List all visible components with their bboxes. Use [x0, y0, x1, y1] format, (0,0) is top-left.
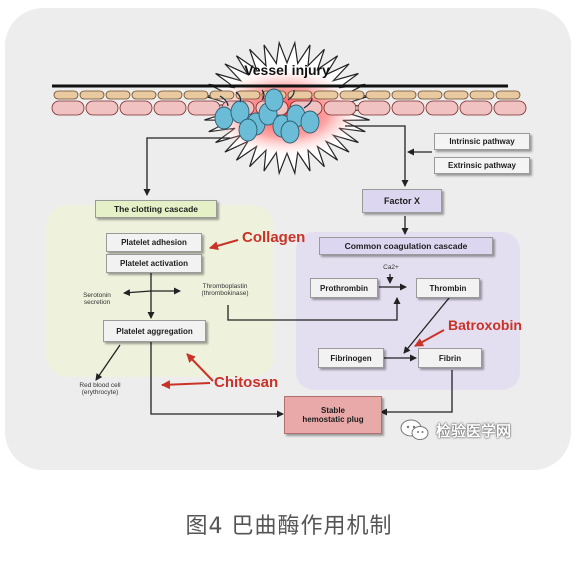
stable-hemostatic-plug-box: Stable hemostatic plug	[284, 396, 382, 434]
chitosan-label: Chitosan	[214, 374, 279, 391]
thromboplastin-note: Thromboplastin (thrombokinase)	[184, 283, 266, 298]
calcium-ion-note: Ca2+	[383, 264, 399, 271]
vessel-wall-cell	[105, 90, 131, 100]
endothelial-cell	[323, 100, 357, 116]
thromboplastin-line1: Thromboplastin	[202, 283, 248, 290]
serotonin-secretion-note: Serotonin secretion	[70, 292, 124, 307]
vessel-wall-cell	[131, 90, 157, 100]
vessel-wall-cell	[157, 90, 183, 100]
endothelial-cell	[391, 100, 425, 116]
platelet-adhesion-box: Platelet adhesion	[106, 233, 202, 252]
common-coagulation-cascade-box: Common coagulation cascade	[319, 237, 493, 255]
vessel-wall-cell	[417, 90, 443, 100]
rbc-line2: (erythrocyte)	[81, 389, 119, 397]
figure-caption: 图4 巴曲酶作用机制	[185, 514, 393, 539]
vessel-wall-cell	[53, 90, 79, 100]
vessel-wall-cell	[365, 90, 391, 100]
watermark: 检验医学网	[400, 418, 511, 442]
vessel-wall-cell	[209, 90, 235, 100]
vessel-wall-cell	[235, 90, 261, 100]
endothelial-cell	[187, 100, 221, 116]
plug-label-line2: hemostatic plug	[302, 415, 364, 424]
vessel-wall-cell	[313, 90, 339, 100]
plug-label-line1: Stable	[320, 406, 345, 415]
platelet	[238, 118, 258, 142]
intrinsic-pathway-box: Intrinsic pathway	[434, 133, 530, 150]
red-blood-cell-note: Red blood cell (erythrocyte)	[62, 382, 138, 397]
extrinsic-pathway-box: Extrinsic pathway	[434, 157, 530, 174]
thrombin-box: Thrombin	[416, 278, 480, 298]
platelet	[214, 106, 234, 130]
endothelial-cell	[153, 100, 187, 116]
platelet-pseudopod	[235, 91, 242, 103]
endothelial-cell	[119, 100, 153, 116]
thromboplastin-line2: (thrombokinase)	[201, 290, 249, 298]
endothelial-cell	[51, 100, 85, 116]
endothelial-cell	[85, 100, 119, 116]
prothrombin-box: Prothrombin	[310, 278, 378, 298]
batroxobin-label: Batroxobin	[448, 317, 522, 333]
platelet-pseudopod	[261, 89, 265, 101]
platelet	[264, 88, 284, 112]
factor-x-box: Factor X	[362, 189, 442, 213]
vessel-wall-cell	[79, 90, 105, 100]
vessel-wall-cell	[443, 90, 469, 100]
platelet-aggregation-box: Platelet aggregation	[103, 320, 206, 342]
fibrinogen-box: Fibrinogen	[318, 348, 384, 368]
platelet	[280, 120, 300, 144]
endothelial-cell	[459, 100, 493, 116]
platelet-cluster	[214, 88, 320, 144]
serotonin-line2: secretion	[83, 299, 111, 307]
platelet	[300, 110, 320, 134]
highlight-arrows	[161, 239, 445, 390]
vessel-injury-title: Vessel injury	[244, 61, 330, 78]
endothelial-cell	[357, 100, 391, 116]
rbc-line1: Red blood cell	[79, 382, 121, 389]
vessel-wall-cell	[287, 90, 313, 100]
vessel-wall-cell	[495, 90, 521, 100]
wechat-icon	[400, 419, 429, 440]
vessel-wall-cell	[469, 90, 495, 100]
endothelial-cell	[493, 100, 527, 116]
serotonin-line1: Serotonin	[83, 292, 111, 299]
vessel-wall-cell	[183, 90, 209, 100]
platelet-pseudopod	[303, 97, 313, 109]
vessel-wall-cell	[339, 90, 365, 100]
fibrin-box: Fibrin	[418, 348, 482, 368]
flow-arrows	[95, 125, 453, 418]
collagen-label: Collagen	[242, 229, 306, 246]
platelet-activation-box: Platelet activation	[106, 254, 202, 273]
vessel-wall-cell	[391, 90, 417, 100]
endothelial-cell	[425, 100, 459, 116]
watermark-text: 检验医学网	[436, 421, 512, 440]
platelet-pseudopod	[219, 95, 229, 107]
clotting-cascade-box: The clotting cascade	[95, 200, 217, 218]
platelet-pseudopod	[287, 89, 295, 101]
